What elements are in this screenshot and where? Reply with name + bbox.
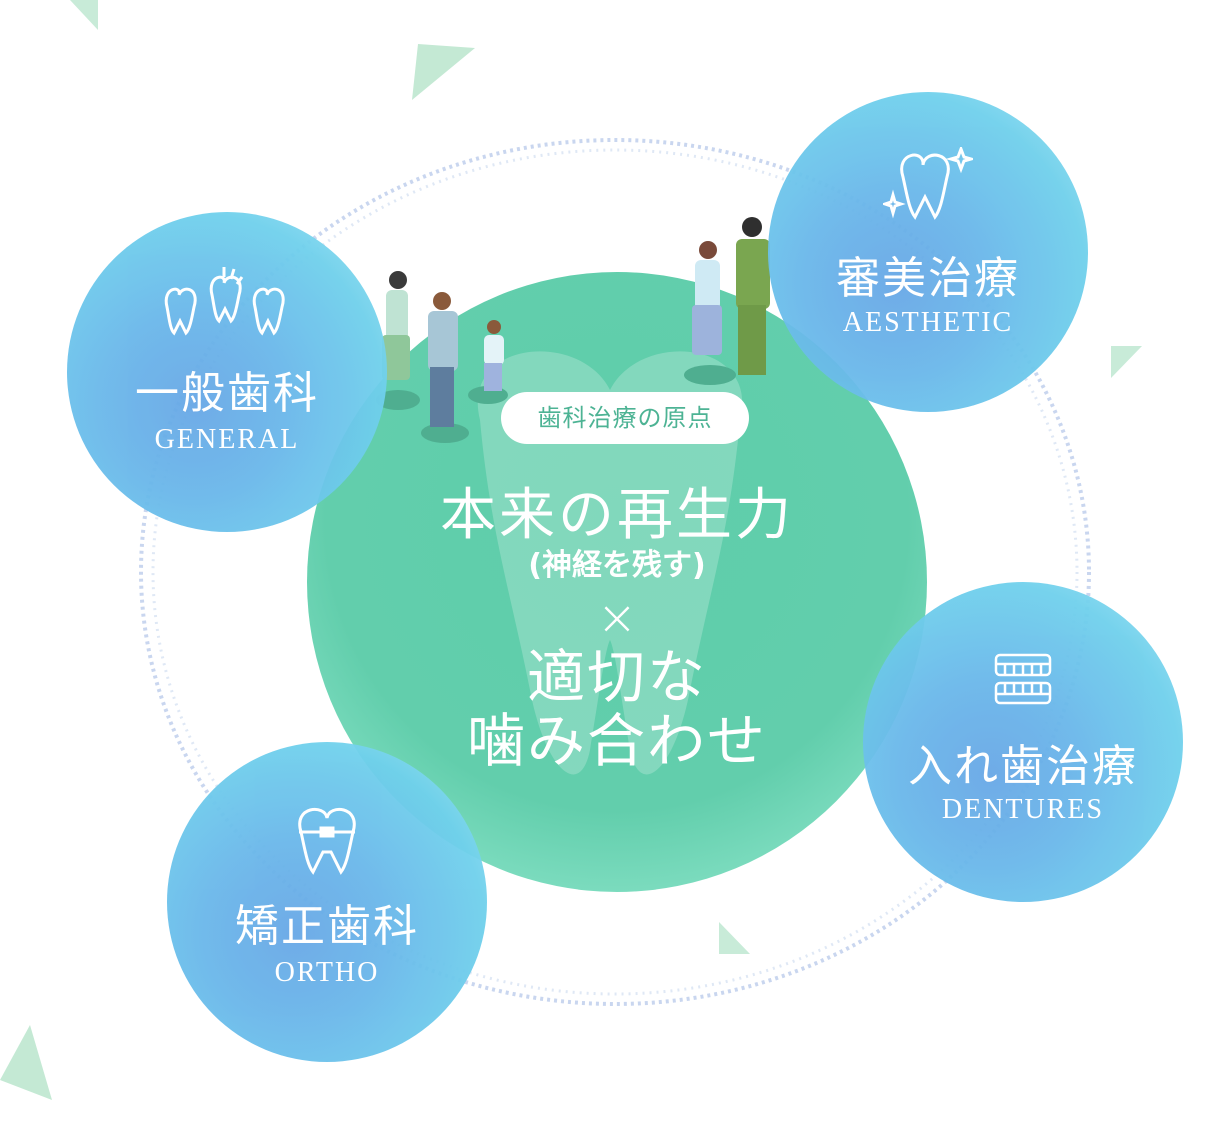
service-en: DENTURES <box>941 794 1105 825</box>
family-illustration <box>376 217 770 443</box>
service-general[interactable]: 一般歯科 GENERAL <box>67 212 387 532</box>
service-en: ORTHO <box>274 957 380 988</box>
service-en: GENERAL <box>154 424 300 455</box>
tooth-silhouette-icon <box>477 351 743 775</box>
service-ja: 一般歯科 <box>135 368 319 419</box>
triangle-decoration <box>412 44 475 100</box>
service-dentures[interactable]: 入れ歯治療 DENTURES <box>863 582 1183 902</box>
braces-tooth-icon <box>298 808 356 875</box>
service-ja: 入れ歯治療 <box>908 741 1138 792</box>
center-title-line1: 本来の再生力 <box>440 483 794 548</box>
triangle-decoration <box>719 922 750 954</box>
sparkle-tooth-icon <box>883 147 973 220</box>
center-title-line3: 適切な噛み合わせ <box>307 645 927 773</box>
triangle-decoration <box>0 1025 52 1100</box>
three-teeth-icon <box>164 267 285 336</box>
service-ja: 矯正歯科 <box>235 901 419 952</box>
line3: 適切な <box>526 643 707 711</box>
triangle-decoration <box>70 0 98 30</box>
service-ortho[interactable]: 矯正歯科 ORTHO <box>167 742 487 1062</box>
denture-icon <box>994 653 1052 705</box>
service-ja: 審美治療 <box>836 253 1020 304</box>
times-symbol: × <box>596 590 638 646</box>
center-badge: 歯科治療の原点 <box>501 392 749 444</box>
triangle-decoration <box>1111 346 1142 378</box>
center-title-line2: (神経を残す) <box>528 548 706 583</box>
service-en: AESTHETIC <box>842 307 1014 338</box>
service-aesthetic[interactable]: 審美治療 AESTHETIC <box>768 92 1088 412</box>
line4: 噛み合わせ <box>466 707 767 775</box>
